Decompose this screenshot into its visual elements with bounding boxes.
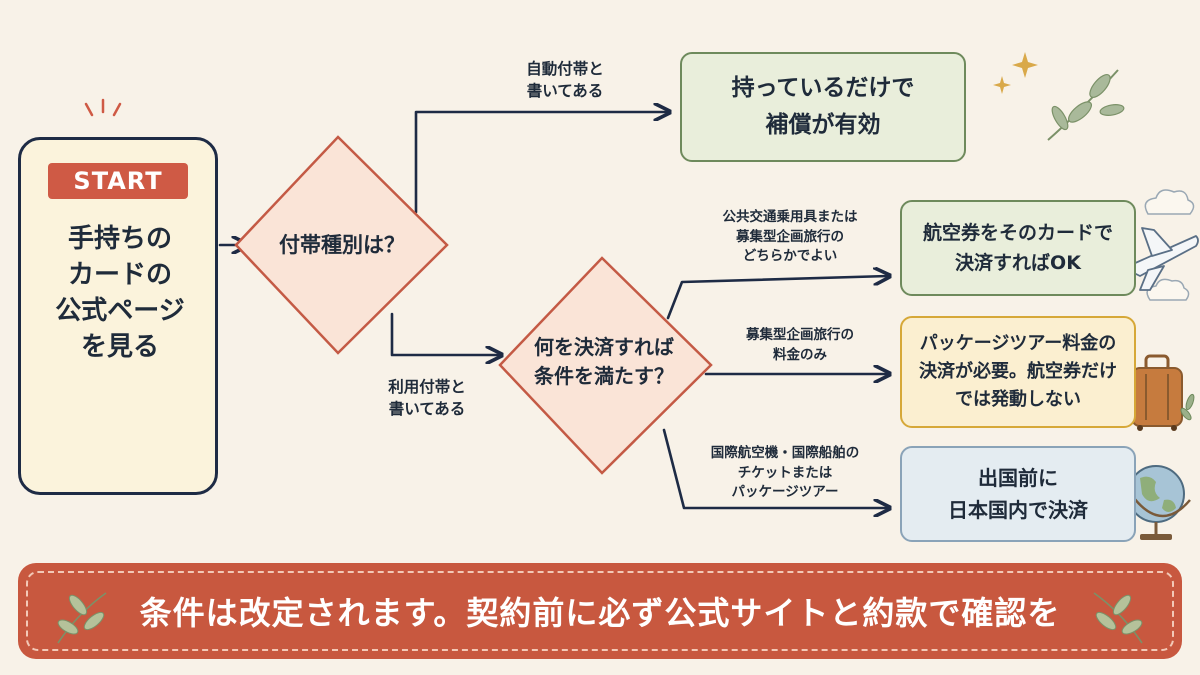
- result-domestic-payment: 出国前に 日本国内で決済: [900, 446, 1136, 542]
- start-line: を見る: [80, 331, 159, 362]
- condition-label-transport: 公共交通乗用具または 募集型企画旅行の どちらかでよい: [722, 209, 858, 265]
- warning-banner: [18, 563, 1182, 659]
- condition-label-tour-fee: 募集型企画旅行の 料金のみ: [746, 327, 854, 363]
- leaf-icon: [57, 592, 107, 644]
- start-line: 公式ページ: [55, 295, 185, 326]
- result-package-payment: パッケージツアー料金の 決済が必要。航空券だけ では発動しない: [900, 316, 1136, 428]
- banner-dashed-border: [26, 571, 1174, 651]
- edge-transport: [666, 276, 888, 320]
- edge-usage: [390, 312, 500, 355]
- result-flight-payment: 航空券をそのカードで 決済すればOK: [900, 200, 1136, 296]
- edge-intl: [662, 428, 888, 508]
- decision-payment-label: 何を決済すれば 条件を満たす？: [534, 335, 674, 388]
- result-auto-coverage: 持っているだけで 補償が有効: [680, 52, 966, 162]
- start-instruction: 手持ちの カードの 公式ページ を見る: [30, 222, 210, 366]
- leaf-icon: [1093, 592, 1143, 644]
- edge-auto: [414, 112, 668, 214]
- edge-label-usage: 利用付帯と 書いてある: [388, 378, 466, 419]
- edge-label-auto: 自動付帯と 書いてある: [526, 60, 604, 101]
- condition-label-intl: 国際航空機・国際船舶の チケットまたは パッケージツアー: [710, 445, 860, 501]
- start-line: カードの: [67, 259, 172, 290]
- decision-diamond-payment: [498, 256, 713, 475]
- start-badge: START: [48, 163, 188, 199]
- leaf-icon: [1047, 69, 1125, 141]
- airplane-icon: [1123, 227, 1199, 291]
- leaf-icon: [1180, 393, 1195, 421]
- banner-leaf-decor: [57, 592, 1143, 644]
- decision-type-label: 付帯種別は？: [279, 233, 405, 257]
- start-line: 手持ちの: [67, 224, 172, 254]
- suitcase-icon: [1131, 354, 1183, 431]
- decision-diamond-type: [234, 135, 449, 355]
- sparkle-icon: [993, 52, 1038, 94]
- globe-icon: [1120, 465, 1191, 540]
- highlight-rays: [84, 98, 122, 117]
- banner-message: 条件は改定されます。契約前に必ず公式サイトと約款で確認を: [139, 594, 1061, 632]
